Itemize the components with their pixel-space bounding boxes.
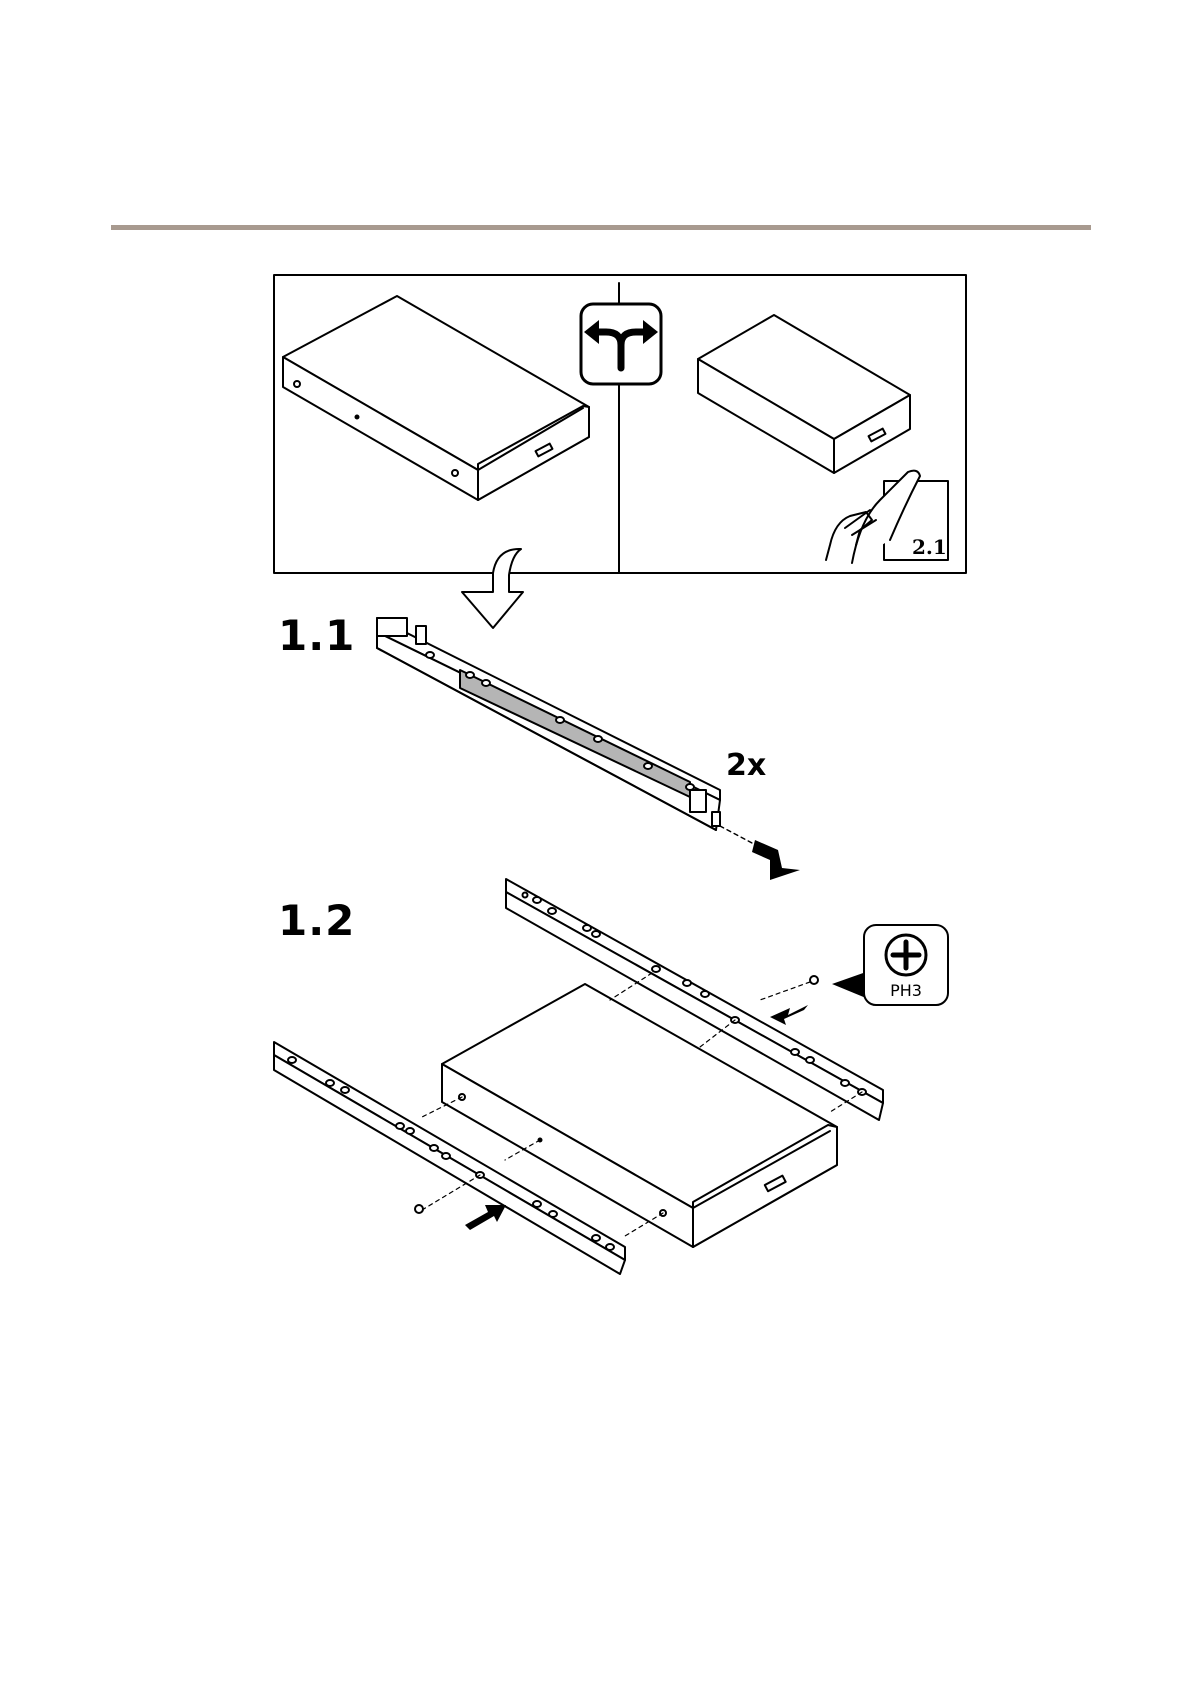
curved-down-arrow-icon [462,549,523,628]
step-label-1-2: 1.2 [278,896,355,945]
options-panel: 2.1 [274,275,966,573]
phillips-screwdriver-icon: PH3 [832,925,948,1005]
rail-assembly-step-1-2: PH3 [274,879,948,1274]
step-label-1-1: 1.1 [278,611,355,660]
screw-icon [810,976,818,984]
reference-step-label: 2.1 [912,535,947,559]
box-device-right [698,315,910,473]
quantity-label: 2x [726,748,766,783]
reference-card: 2.1 [826,471,948,563]
screw-icon [415,1205,423,1213]
tool-label: PH3 [890,981,922,1000]
split-arrow-icon [581,304,661,384]
server-device-left [283,296,589,500]
